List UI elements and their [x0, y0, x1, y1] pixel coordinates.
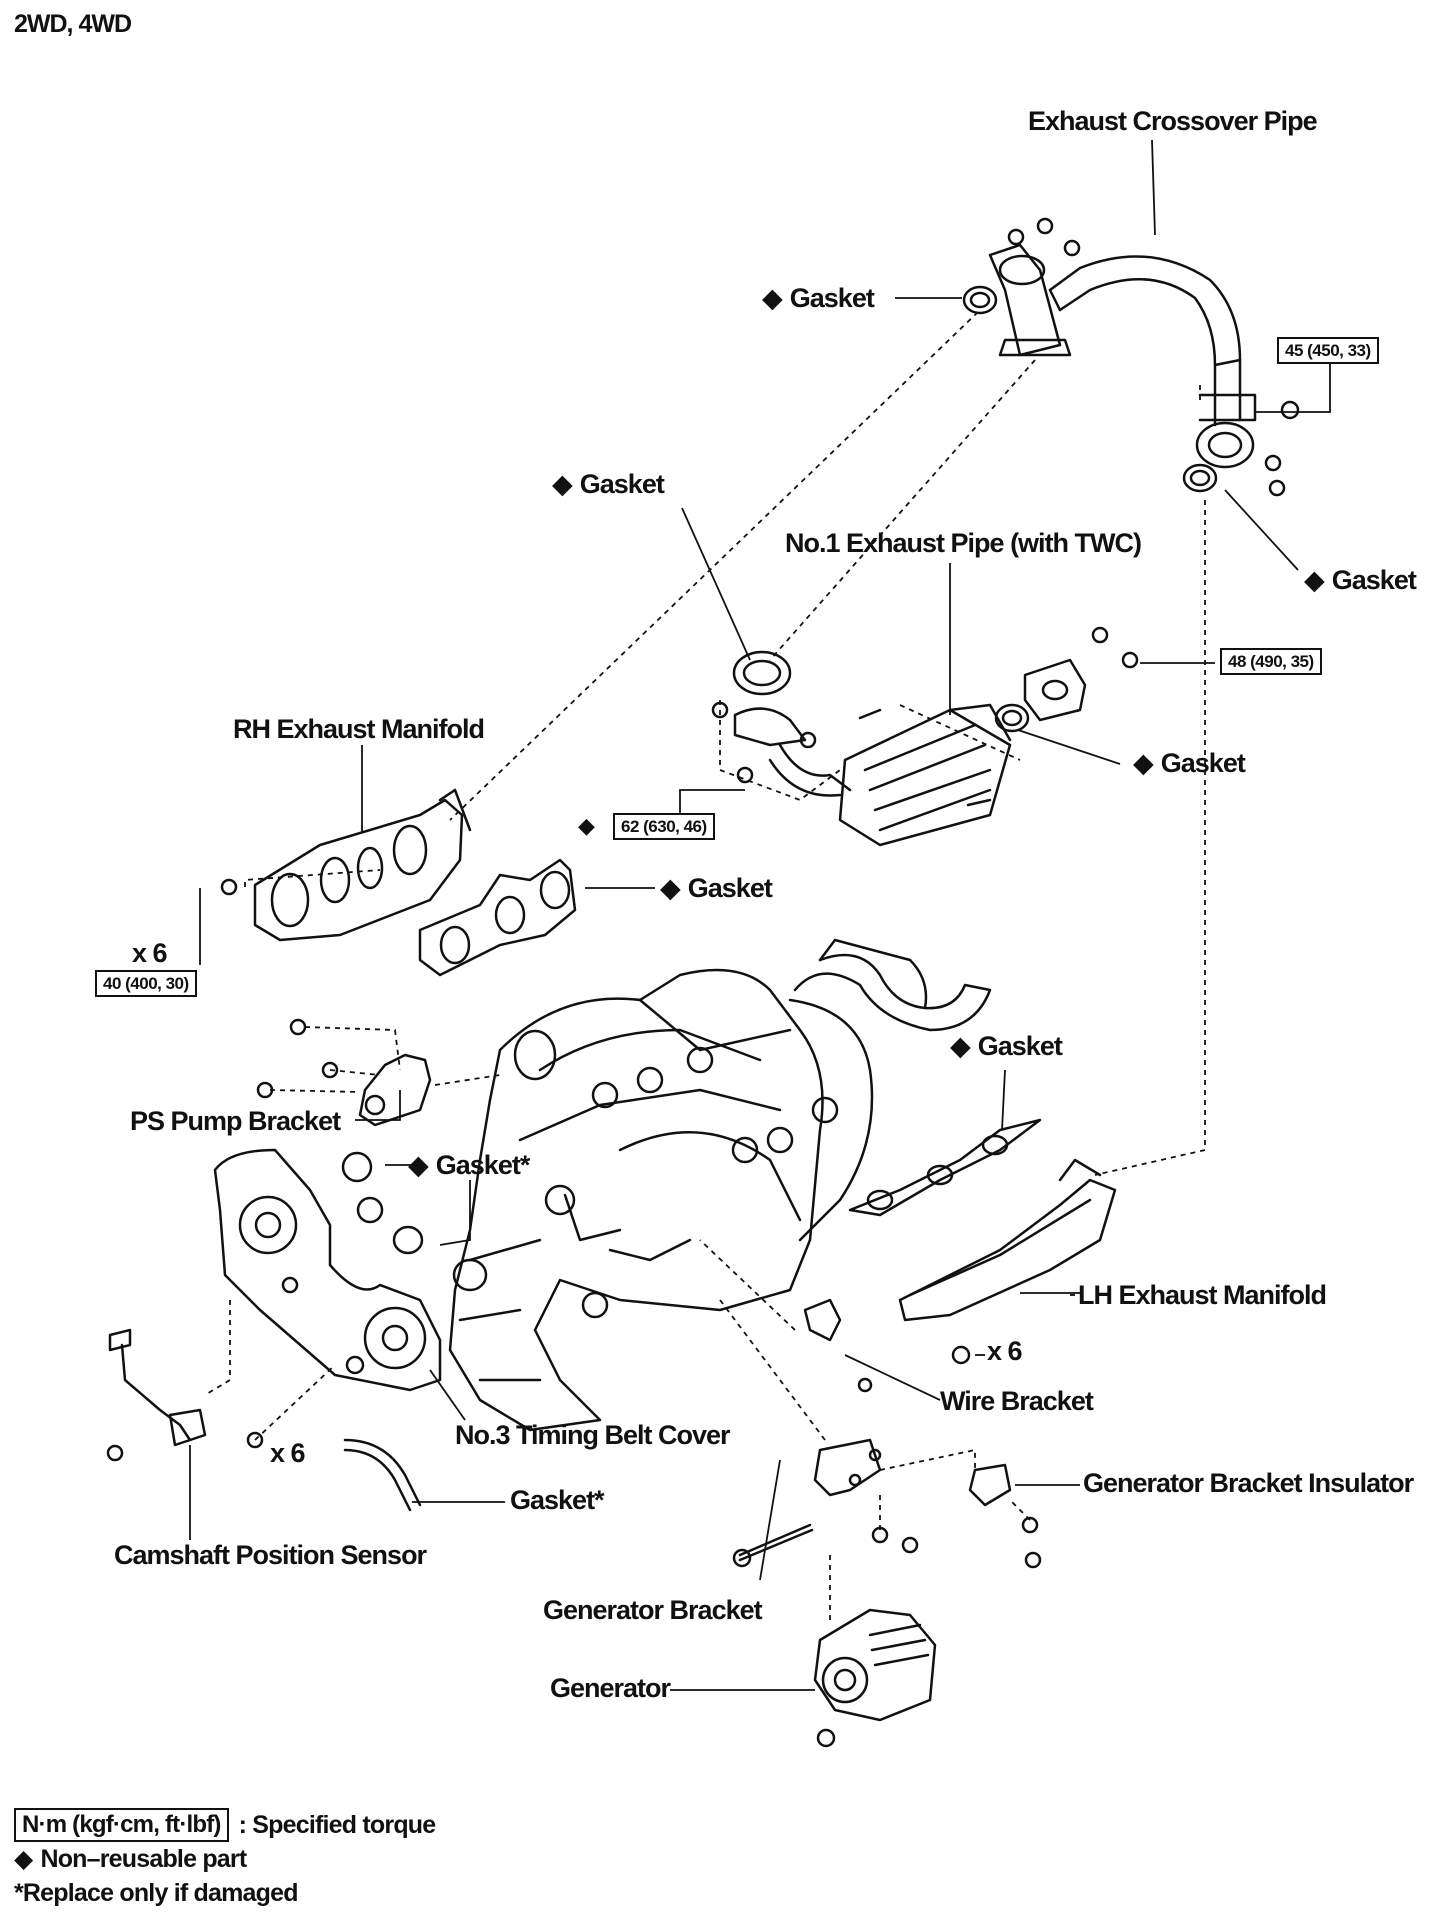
gasket-lh-manifold-label: Gasket	[950, 1033, 1063, 1060]
label-leader-lines	[189, 139, 1331, 1691]
gasket-star-tube-label: Gasket*	[510, 1485, 605, 1515]
exhaust-crossover-pipe-label: Exhaust Crossover Pipe	[1028, 106, 1318, 136]
legend-torque-row: N·m (kgf·cm, ft·lbf) : Specified torque	[14, 1808, 437, 1842]
ps-pump-bracket-part	[256, 1018, 432, 1127]
legend-replace-note: *Replace only if damaged	[14, 1878, 298, 1907]
gasket-no1-pipe-top-label: Gasket	[552, 471, 665, 498]
non-reusable-mark-icon: ◆	[578, 813, 595, 838]
diagram-title: 2WD, 4WD	[14, 10, 132, 38]
camshaft-position-sensor-label: Camshaft Position Sensor	[114, 1540, 427, 1570]
generator-bracket-insulator-label: Generator Bracket Insulator	[1083, 1468, 1414, 1498]
generator-label: Generator	[550, 1673, 671, 1703]
wire-bracket-part	[803, 1298, 873, 1393]
rh-manifold-gasket-part	[418, 858, 577, 977]
generator-bracket-label: Generator Bracket	[543, 1595, 763, 1625]
generator-part	[813, 1608, 937, 1748]
torque-crossover-flange: 45 (450, 33)	[1277, 337, 1379, 364]
wire-bracket-label: Wire Bracket	[940, 1386, 1094, 1416]
legend: N·m (kgf·cm, ft·lbf) : Specified torque …	[14, 1808, 437, 1910]
legend-torque-text: : Specified torque	[238, 1810, 437, 1839]
rh-exhaust-manifold-part	[220, 788, 472, 942]
torque-rh-manifold: 40 (400, 30)	[95, 970, 197, 997]
gasket-star-seals-label: Gasket*	[408, 1152, 531, 1179]
gasket-rh-manifold-label: Gasket	[660, 875, 773, 902]
tube-gasket-part	[343, 1438, 422, 1512]
x6-cover-label: x 6	[270, 1438, 306, 1468]
diamond-icon: ◆	[14, 1844, 33, 1873]
exhaust-crossover-pipe-part	[988, 243, 1257, 469]
camshaft-position-sensor-part	[106, 1328, 264, 1462]
ps-pump-bracket-label: PS Pump Bracket	[130, 1106, 341, 1136]
torque-no1-pipe-manifold: 62 (630, 46)	[613, 813, 715, 840]
x6-rh-manifold-label: x 6	[132, 938, 168, 968]
gasket-no1-pipe-right-label: Gasket	[1133, 750, 1246, 777]
no3-timing-belt-cover-part	[213, 1148, 442, 1392]
torque-no1-pipe-flange: 48 (490, 35)	[1220, 648, 1322, 675]
gasket-crossover-right-label: Gasket	[1304, 567, 1417, 594]
legend-torque-box: N·m (kgf·cm, ft·lbf)	[14, 1808, 229, 1842]
rh-exhaust-manifold-label: RH Exhaust Manifold	[233, 714, 485, 744]
gasket-crossover-left-label: Gasket	[762, 285, 875, 312]
legend-non-reusable-text: Non–reusable part	[40, 1844, 247, 1873]
no1-exhaust-pipe-label: No.1 Exhaust Pipe (with TWC)	[785, 528, 1142, 558]
assembly-guide-lines	[204, 311, 1206, 1620]
no1-exhaust-pipe-part	[711, 626, 1139, 847]
lh-exhaust-manifold-label: LH Exhaust Manifold	[1078, 1280, 1327, 1310]
x6-lh-manifold-label: x 6	[987, 1336, 1023, 1366]
engine-block-part	[448, 938, 992, 1432]
legend-non-reusable-row: ◆ Non–reusable part	[14, 1842, 435, 1876]
no3-timing-belt-cover-label: No.3 Timing Belt Cover	[455, 1420, 731, 1450]
crossover-gaskets-part	[962, 217, 1300, 497]
lh-exhaust-manifold-part	[848, 1118, 1117, 1365]
oil-seals-part	[341, 1151, 488, 1292]
generator-bracket-part	[732, 1438, 1042, 1569]
